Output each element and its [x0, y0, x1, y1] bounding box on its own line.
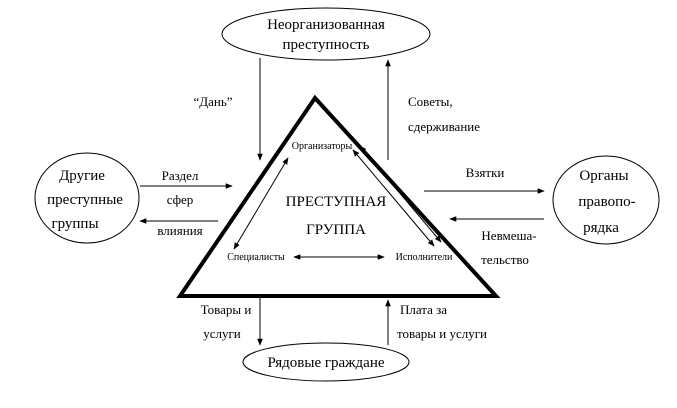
other-groups-line3: группы: [51, 216, 98, 232]
organized-crime-line1: Неорганизованная: [267, 17, 385, 33]
label-goods-line2: услуги: [203, 326, 241, 341]
label-division-line3: влияния: [157, 223, 202, 238]
node-law-enforcement: Органы правопо- рядка: [552, 155, 660, 245]
organized-crime-line2: преступность: [282, 37, 369, 53]
criminal-group-line2: ГРУППА: [306, 222, 366, 238]
label-advice-line2: сдерживание: [408, 119, 480, 134]
law-enforcement-line3: рядка: [583, 220, 619, 236]
label-noninterf-line1: Невмеша-: [481, 228, 536, 243]
node-citizens: Рядовые граждане: [242, 342, 410, 382]
other-groups-line2: преступные: [47, 192, 123, 208]
label-goods-line1: Товары и: [201, 302, 252, 317]
label-bribes: Взятки: [466, 165, 505, 180]
role-specialists: Специалисты: [227, 252, 285, 263]
label-noninterf-line2: тельство: [481, 252, 529, 267]
other-groups-line1: Другие: [59, 168, 105, 184]
citizens-label: Рядовые граждане: [267, 355, 384, 371]
label-division-line1: Раздел: [162, 168, 199, 183]
role-executors: Исполнители: [396, 252, 453, 263]
role-organizers: Организаторы: [292, 141, 353, 152]
law-enforcement-line2: правопо-: [578, 194, 635, 210]
criminal-group-line1: ПРЕСТУПНАЯ: [286, 194, 387, 210]
node-other-groups: Другие преступные группы: [34, 152, 140, 244]
node-organized-crime: Неорганизованная преступность: [221, 7, 431, 61]
arrow-organizers-specialists: [233, 157, 289, 250]
arrow-organizers-executors-2: [359, 145, 442, 243]
label-payment-line1: Плата за: [400, 302, 447, 317]
label-advice-line1: Советы,: [408, 94, 453, 109]
label-tribute: “Дань”: [193, 94, 232, 109]
label-division-line2: сфер: [167, 192, 194, 207]
law-enforcement-line1: Органы: [579, 168, 628, 184]
label-payment-line2: товары и услуги: [397, 326, 487, 341]
